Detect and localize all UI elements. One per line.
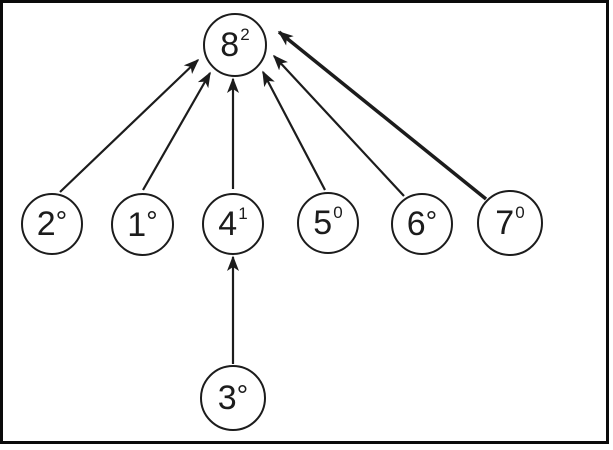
node-2: 2°	[21, 193, 83, 255]
node-3-superscript: °	[236, 379, 249, 412]
edge-7-to-8	[277, 30, 488, 201]
node-4-superscript: 1	[238, 203, 248, 223]
edge-1-to-8	[142, 71, 211, 191]
node-8-superscript: 2	[240, 24, 250, 44]
edge-2-to-8	[59, 58, 200, 193]
node-1-label: 1	[127, 205, 147, 244]
node-5-superscript: 0	[333, 202, 343, 222]
node-4-label: 4	[218, 205, 238, 243]
node-7-superscript: 0	[515, 202, 525, 222]
node-2-superscript: °	[55, 205, 68, 238]
node-6: 6°	[391, 193, 453, 255]
node-6-superscript: °	[425, 205, 438, 238]
node-5-label: 5	[313, 204, 333, 242]
node-1-superscript: °	[146, 206, 158, 238]
node-1: 1°	[111, 193, 174, 256]
edge-5-to-8	[262, 70, 326, 191]
node-3: 3°	[200, 365, 266, 431]
node-3-label: 3	[217, 379, 237, 417]
node-8-label: 8	[220, 26, 240, 64]
node-6-label: 6	[406, 205, 426, 243]
edge-6-to-8	[272, 54, 405, 197]
node-2-label: 2	[36, 205, 56, 243]
node-7-label: 7	[495, 204, 515, 242]
